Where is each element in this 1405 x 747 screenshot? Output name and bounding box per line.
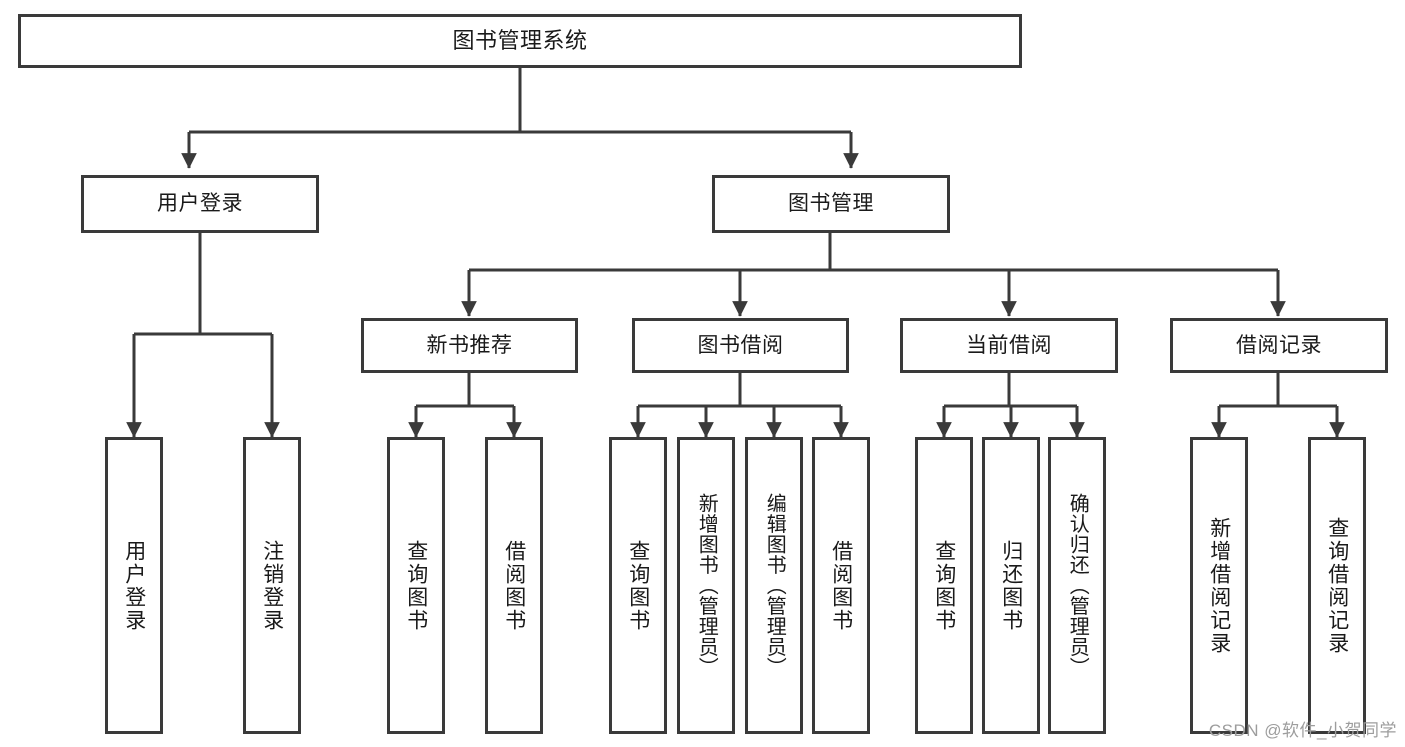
leaf-return-book[interactable]: 归还图书	[982, 437, 1040, 734]
leaf-add-borrow-record[interactable]: 新增借阅记录	[1190, 437, 1248, 734]
leaf-edit-book[interactable]: 编辑图书（管理员）	[745, 437, 803, 734]
node-label: 归还图书	[999, 539, 1023, 632]
node-label: 确认归还（管理员）	[1066, 493, 1089, 678]
node-label: 借阅图书	[502, 539, 526, 632]
leaf-logout-login[interactable]: 注销登录	[243, 437, 301, 734]
node-label: 新增借阅记录	[1207, 516, 1231, 655]
leaf-borrow-book[interactable]: 借阅图书	[812, 437, 870, 734]
node-label: 图书管理系统	[452, 27, 588, 53]
node-label: 图书管理	[788, 192, 874, 216]
node-current-borrow[interactable]: 当前借阅	[900, 318, 1118, 373]
node-borrow-record[interactable]: 借阅记录	[1170, 318, 1388, 373]
leaf-query-book-current[interactable]: 查询图书	[915, 437, 973, 734]
leaf-query-book-borrow[interactable]: 查询图书	[609, 437, 667, 734]
leaf-borrow-book-recommend[interactable]: 借阅图书	[485, 437, 543, 734]
leaf-user-login[interactable]: 用户登录	[105, 437, 163, 734]
leaf-query-borrow-record[interactable]: 查询借阅记录	[1308, 437, 1366, 734]
node-label: 编辑图书（管理员）	[763, 493, 786, 678]
node-label: 新增图书（管理员）	[695, 493, 718, 678]
node-label: 用户登录	[157, 192, 243, 216]
node-root-system[interactable]: 图书管理系统	[18, 14, 1022, 68]
leaf-confirm-return[interactable]: 确认归还（管理员）	[1048, 437, 1106, 734]
node-label: 当前借阅	[966, 333, 1052, 357]
node-label: 借阅图书	[829, 539, 853, 632]
node-user-login[interactable]: 用户登录	[81, 175, 319, 233]
leaf-add-book[interactable]: 新增图书（管理员）	[677, 437, 735, 734]
node-book-borrow[interactable]: 图书借阅	[632, 318, 849, 373]
node-label: 借阅记录	[1236, 333, 1322, 357]
node-label: 用户登录	[122, 539, 146, 632]
node-label: 查询图书	[404, 539, 428, 632]
leaf-query-book-recommend[interactable]: 查询图书	[387, 437, 445, 734]
node-label: 注销登录	[260, 539, 284, 632]
node-label: 图书借阅	[697, 333, 784, 357]
node-book-manage[interactable]: 图书管理	[712, 175, 950, 233]
node-label: 查询借阅记录	[1325, 516, 1349, 655]
node-label: 新书推荐	[426, 333, 513, 357]
csdn-watermark: CSDN @软件_小贺同学	[1208, 721, 1397, 740]
node-label: 查询图书	[626, 539, 650, 632]
node-new-book-recommend[interactable]: 新书推荐	[361, 318, 578, 373]
node-label: 查询图书	[932, 539, 956, 632]
